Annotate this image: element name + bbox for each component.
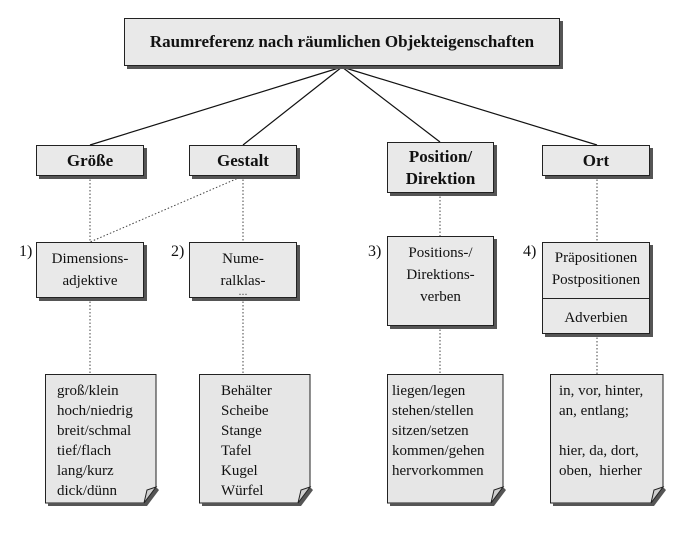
- root-box: Raumreferenz nach räumlichen Objekteigen…: [124, 18, 560, 66]
- note-4-line: an, entlang;: [559, 403, 629, 419]
- sub-box-4-adverbien: Adverbien: [564, 310, 628, 326]
- sub-box-2-line3: ...: [238, 284, 248, 298]
- category-position-direktion: Position/ Direktion: [387, 142, 494, 193]
- sub-box-numeralklassifikatoren: Nume- ralklas- ...: [189, 242, 297, 298]
- sub-number-3: 3): [368, 243, 382, 260]
- note-3-line: hervorkommen: [392, 463, 484, 479]
- sub-box-2-line2: ralklas-: [220, 273, 266, 289]
- category-position-label-line2: Direktion: [405, 168, 476, 188]
- category-gestalt: Gestalt: [189, 145, 297, 176]
- sub-box-1-line2: adjektive: [62, 273, 118, 289]
- root-to-gestalt-line: [242, 66, 343, 146]
- category-ort: Ort: [542, 145, 650, 176]
- note-dimensionsadjektive: groß/klein hoch/niedrig breit/schmal tie…: [45, 374, 160, 507]
- note-1-line: tief/flach: [57, 443, 112, 459]
- note-positionsverben: liegen/legen stehen/stellen sitzen/setze…: [387, 374, 507, 507]
- note-4-line: oben, hierher: [559, 463, 642, 479]
- note-shape-3: [387, 374, 506, 506]
- root-to-ort-line: [341, 66, 598, 146]
- sub-box-3-line1: Positions-/: [408, 245, 473, 261]
- note-3-line: liegen/legen: [392, 383, 466, 399]
- note-3-line: kommen/gehen: [392, 443, 485, 459]
- note-2-line: Kugel: [221, 463, 258, 479]
- note-shape-2: [199, 374, 313, 506]
- category-gestalt-label: Gestalt: [217, 150, 269, 170]
- note-shape-1: [45, 374, 159, 506]
- root-title: Raumreferenz nach räumlichen Objekteigen…: [149, 32, 535, 51]
- sub-number-4: 4): [523, 243, 537, 260]
- note-1-line: hoch/niedrig: [57, 403, 133, 419]
- note-1-line: dick/dünn: [57, 483, 117, 499]
- note-4-line: [559, 421, 667, 441]
- sub-box-1-line1: Dimensions-: [51, 251, 129, 267]
- note-praepositionen-adverbien: in, vor, hinter, an, entlang; hier, da, …: [550, 374, 667, 507]
- note-1-line: breit/schmal: [57, 423, 132, 439]
- note-2-line: Würfel: [221, 483, 264, 499]
- sub-number-2: 2): [171, 243, 185, 260]
- sub-box-4-line2: Postpositionen: [551, 272, 641, 288]
- sub-box-4-line1: Präpositionen: [554, 250, 638, 266]
- note-2-line: Tafel: [221, 443, 252, 459]
- category-groesse: Größe: [36, 145, 144, 176]
- sub-box-3-line3: verben: [420, 289, 461, 305]
- note-shape-4: [550, 374, 666, 506]
- note-1-line: lang/kurz: [57, 463, 114, 479]
- category-position-label-line1: Position/: [408, 146, 473, 166]
- note-2-line: Stange: [221, 423, 262, 439]
- sub-box-positionsverben: Positions-/ Direktions- verben: [387, 236, 494, 326]
- sub-box-2-line1: Nume-: [222, 251, 264, 267]
- note-4-line: in, vor, hinter,: [559, 383, 644, 399]
- note-2-line: Scheibe: [221, 403, 269, 419]
- sub-box-dimensionsadjektive: Dimensions- adjektive: [36, 242, 144, 298]
- sub-number-1: 1): [19, 243, 33, 260]
- note-2-line: Behälter: [221, 383, 272, 399]
- note-1-line: groß/klein: [57, 383, 119, 399]
- category-ort-label: Ort: [582, 150, 610, 170]
- note-3-line: sitzen/setzen: [392, 423, 469, 439]
- gestalt-to-dimensions-dotted: [89, 175, 244, 243]
- root-to-groesse-line: [89, 66, 343, 146]
- sub-box-3-line2: Direktions-: [406, 267, 475, 283]
- note-3-line: stehen/stellen: [392, 403, 474, 419]
- note-numeralklassifikatoren: Behälter Scheibe Stange Tafel Kugel Würf…: [199, 374, 314, 507]
- note-4-line: hier, da, dort,: [559, 443, 639, 459]
- root-to-position-line: [341, 66, 441, 143]
- category-groesse-label: Größe: [66, 150, 114, 170]
- sub-box-praepositionen: Präpositionen Postpositionen Adverbien: [542, 242, 650, 334]
